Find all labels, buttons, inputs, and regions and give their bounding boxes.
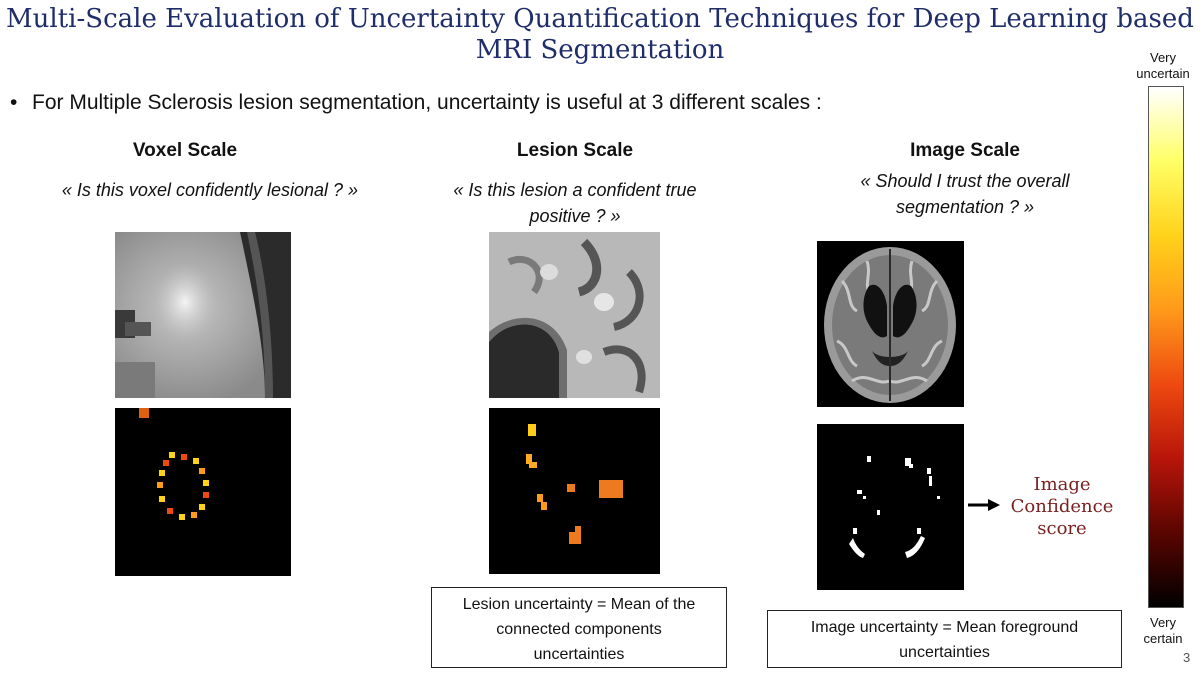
page-number: 3	[1183, 650, 1191, 665]
voxel-scale-heading: Voxel Scale	[132, 140, 238, 161]
bullet-text: For Multiple Sclerosis lesion segmentati…	[32, 91, 822, 114]
bullet-point: • For Multiple Sclerosis lesion segmentat…	[10, 91, 822, 115]
title-line-2: MRI Segmentation	[475, 35, 725, 65]
uncertainty-colorbar	[1148, 86, 1184, 608]
image-uncertainty-box: Image uncertainty = Mean foreground unce…	[767, 610, 1122, 668]
lesion-box-line-2: connected components	[496, 621, 662, 638]
voxel-question: « Is this voxel confidently lesional ? »	[61, 180, 359, 200]
confidence-line-1: Image	[1033, 474, 1091, 495]
image-scale-heading: Image Scale	[910, 140, 1020, 161]
lesion-uncertainty-box: Lesion uncertainty = Mean of the connect…	[431, 587, 727, 668]
lesion-box-line-1: Lesion uncertainty = Mean of the	[462, 596, 696, 613]
image-question-line-1: « Should I trust the overall	[860, 171, 1070, 191]
image-confidence-label: Image Confidence score	[1002, 474, 1122, 540]
voxel-uncertainty-map	[115, 408, 291, 576]
lesion-question-line-1: « Is this lesion a confident true	[453, 180, 697, 200]
confidence-line-3: score	[1037, 518, 1087, 539]
lesion-scale-heading: Lesion Scale	[516, 140, 634, 161]
lesion-mri-patch	[489, 232, 660, 398]
image-question-line-2: segmentation ? »	[895, 197, 1035, 217]
arrow-right-icon	[968, 499, 1000, 511]
lesion-uncertainty-map	[489, 408, 660, 574]
colorbar-bottom-line-2: certain	[1143, 631, 1183, 646]
voxel-mri-patch	[115, 232, 291, 398]
image-box-line-1: Image uncertainty = Mean foreground	[810, 619, 1079, 636]
colorbar-bottom-label: Very certain	[1128, 615, 1198, 647]
binary-segmentation-image	[817, 424, 964, 590]
colorbar-top-label: Very uncertain	[1128, 50, 1198, 82]
colorbar-top-line-2: uncertain	[1136, 66, 1190, 81]
image-box-line-2: uncertainties	[899, 644, 990, 661]
lesion-question-line-2: positive ? »	[529, 206, 621, 226]
slide-title: Multi-Scale Evaluation of Uncertainty Qu…	[0, 4, 1200, 66]
lesion-question: « Is this lesion a confident true positi…	[410, 177, 740, 229]
colorbar-top-line-1: Very	[1149, 50, 1176, 65]
title-line-1: Multi-Scale Evaluation of Uncertainty Qu…	[6, 4, 1194, 34]
bullet-icon: •	[10, 91, 18, 114]
confidence-line-2: Confidence	[1010, 496, 1114, 517]
lesion-box-line-3: uncertainties	[533, 646, 625, 663]
brain-mri-image	[817, 241, 964, 407]
image-question: « Should I trust the overall segmentatio…	[800, 168, 1130, 220]
colorbar-bottom-line-1: Very	[1149, 615, 1176, 630]
